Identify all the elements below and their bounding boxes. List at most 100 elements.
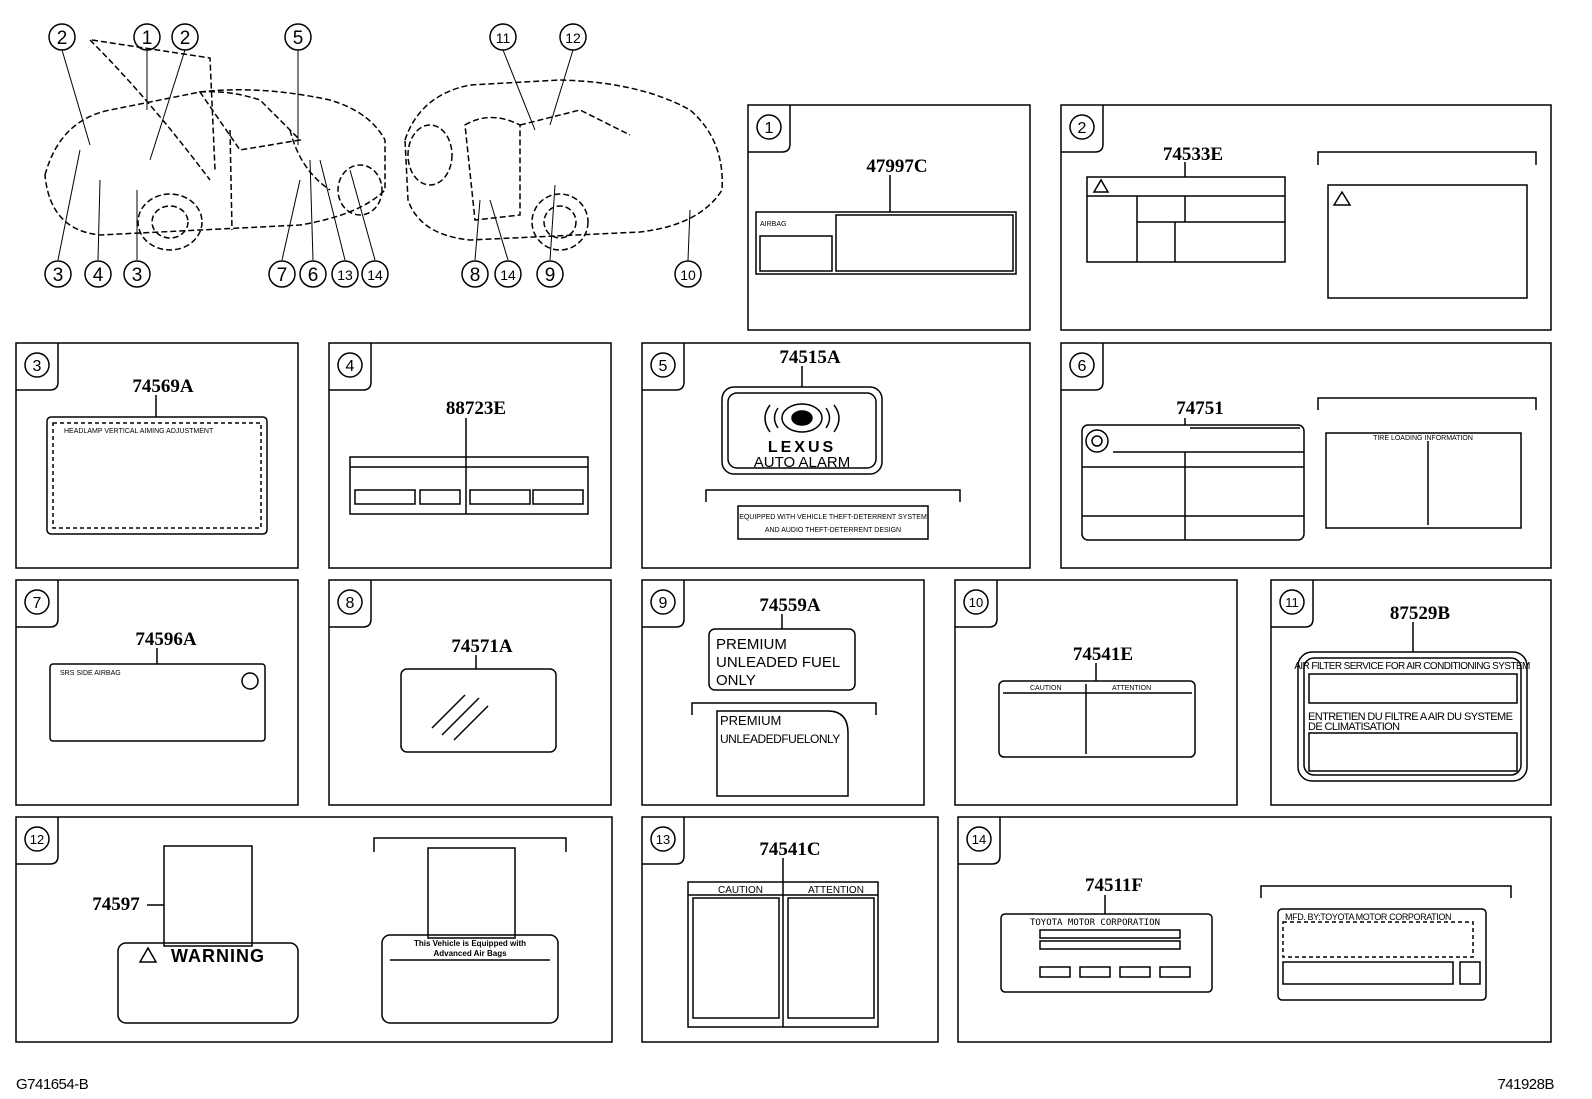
part-number-88723E: 88723E [446,398,506,419]
attention-text: ATTENTION [1112,685,1151,692]
warning-text: WARNING [171,946,265,966]
label-text: HEADLAMP VERTICAL AIMING ADJUSTMENT [64,428,214,435]
callout-11 [489,23,517,51]
callout-label: 12 [565,30,581,46]
part-number-74511F: 74511F [1085,875,1143,896]
figure-code-right: 741928B [1497,1076,1554,1093]
label-74571A [400,655,557,753]
callout-label: 10 [680,267,696,283]
panel-8-frame [328,579,612,806]
part-number-87529B: 87529B [1390,603,1451,624]
panel-6-frame [1060,342,1552,569]
part-number-74541E: 74541E [1073,644,1133,665]
label-text: SRS SIDE AIRBAG [60,670,121,677]
callout-2-a [48,23,76,51]
label-74596A [49,648,266,742]
panel-12-frame [15,816,613,1043]
label-74569A [46,395,268,535]
callout-label: 2 [180,28,191,49]
caution-text: CAUTION [718,885,763,896]
auto-alarm-text: AUTO ALARM [754,454,850,471]
panel-index: 6 [1078,358,1087,375]
callout-10 [674,260,702,288]
panel-9-frame [641,579,925,806]
callout-6 [299,260,327,288]
overview-callouts [44,23,702,288]
label-87529B [1297,622,1528,782]
part-number-74571A: 74571A [451,636,513,657]
callout-leaders [57,49,691,261]
part-number-74533E: 74533E [1163,144,1223,165]
callout-14-b [494,260,522,288]
panel-1-frame [747,104,1031,331]
callout-label: 8 [470,265,481,286]
callout-13 [331,260,359,288]
brand-text: LEXUS [768,439,836,456]
callout-9 [536,260,564,288]
callout-label: 4 [93,265,104,286]
panel-11-frame [1270,579,1552,806]
label-text: AIR FILTER SERVICE FOR AIR CONDITIONING … [1294,661,1530,672]
panel-5-frame [641,342,1031,569]
label-74751 [1081,397,1537,541]
callout-3-a [44,260,72,288]
panel-13-frame [641,816,939,1043]
alt-unleaded-line: UNLEADEDFUELONLY [720,732,840,746]
panel-3-frame [15,342,299,569]
callout-4 [84,260,112,288]
callout-label: 14 [367,267,383,283]
label-text: Advanced Air Bags [433,949,507,958]
label-88723E [349,418,589,515]
callout-label: 13 [337,267,353,283]
panel-index: 9 [659,595,668,612]
part-number-74569A: 74569A [132,376,194,397]
label-text: EQUIPPED WITH VEHICLE THEFT-DETERRENT SY… [739,514,927,521]
panel-index: 7 [33,595,42,612]
panel-10-frame [954,579,1238,806]
callout-12 [559,23,587,51]
car-illustration-rear [404,79,723,251]
callout-label: 3 [132,265,143,286]
label-text: TIRE LOADING INFORMATION [1373,435,1473,442]
label-74541E [998,663,1196,758]
label-text: AIRBAG [760,221,786,228]
part-number-74559A: 74559A [759,595,821,616]
panel-index: 14 [972,832,986,847]
panel-4-frame [328,342,612,569]
callout-label: 1 [142,28,153,49]
panel-index: 8 [346,595,355,612]
panel-2-frame [1060,104,1552,331]
caution-text: CAUTION [1030,685,1062,692]
panel-frames [15,104,1552,1043]
part-number-74597: 74597 [92,894,140,915]
premium-line: PREMIUM [716,636,787,653]
callout-8 [461,260,489,288]
label-47997C [755,175,1017,275]
part-number-74541C: 74541C [759,839,820,860]
callout-7 [268,260,296,288]
panel-14-frame [957,816,1552,1043]
label-text: AND AUDIO THEFT-DETERRENT DESIGN [765,527,901,534]
part-number-47997C: 47997C [866,156,927,177]
part-number-74751: 74751 [1176,398,1224,419]
panel-index: 4 [346,358,355,375]
callout-label: 6 [308,265,319,286]
callout-14-a [361,260,389,288]
label-74515A [705,366,961,540]
label-text: ENTRETIEN DU FILTRE A AIR DU SYSTEME [1308,711,1513,723]
label-text: MFD. BY:TOYOTA MOTOR CORPORATION [1285,912,1451,922]
car-illustration-front [44,39,386,251]
only-line: ONLY [716,672,756,689]
callout-label: 5 [293,28,304,49]
label-74541C [687,858,879,1028]
label-74511F [1000,885,1512,1001]
panel-index: 2 [1078,120,1087,137]
part-number-74596A: 74596A [135,629,197,650]
label-74559A [691,614,877,797]
label-text: DE CLIMATISATION [1308,721,1400,733]
panel-index: 1 [765,120,774,137]
panel-7-frame [15,579,299,806]
callout-1 [133,23,161,51]
callout-label: 9 [545,265,556,286]
